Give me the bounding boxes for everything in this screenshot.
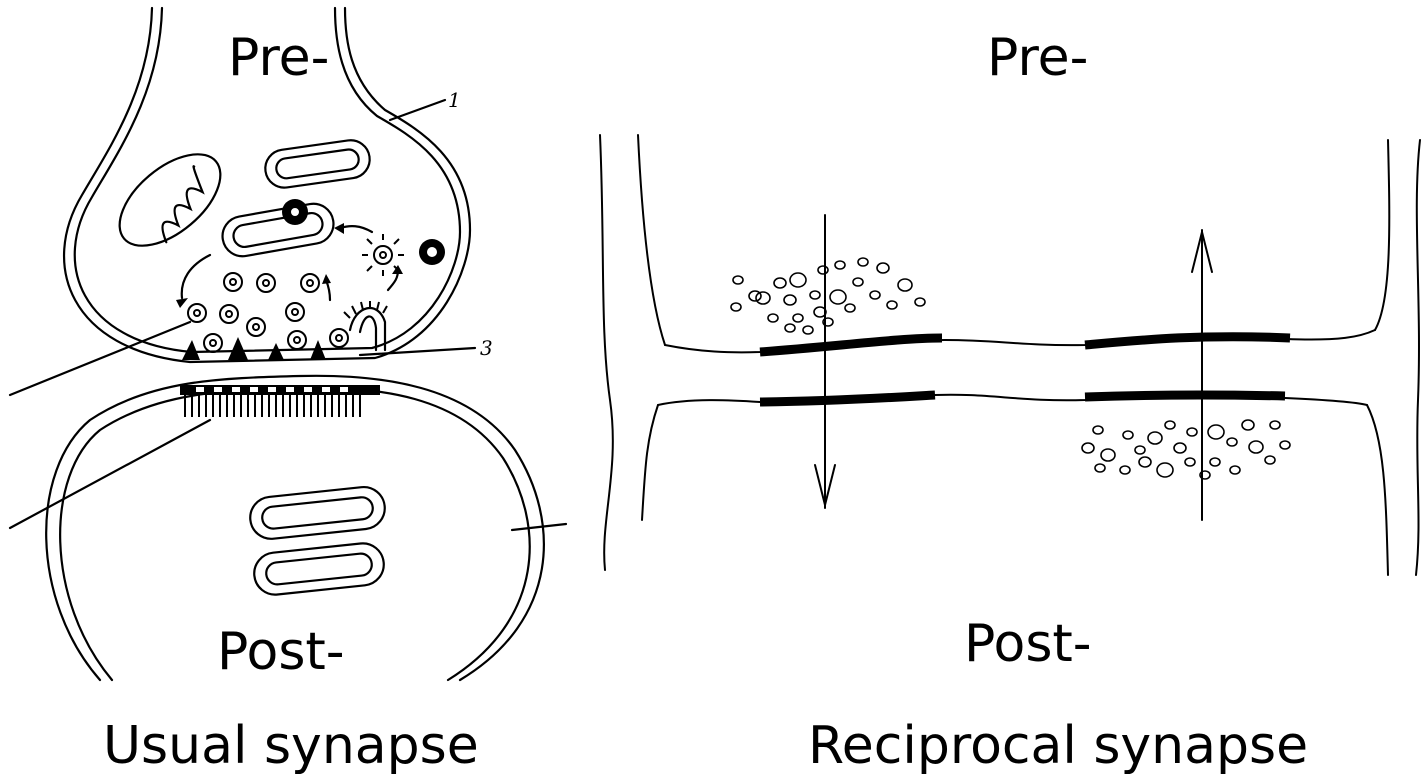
reciprocal-post-label: Post- [964, 618, 1092, 670]
usual-pre-label: Pre- [228, 32, 329, 84]
post-cistern [252, 541, 386, 596]
left-dendrite-outer [600, 135, 613, 570]
reciprocal-synapse-panel: Pre- Post- Reciprocal synapse [580, 0, 1422, 776]
callout-3: 3 [480, 336, 493, 360]
usual-post-label: Post- [217, 626, 345, 678]
reciprocal-pre-label: Pre- [987, 32, 1088, 84]
active-zone-right-pre [1085, 337, 1290, 345]
post-cistern [248, 485, 387, 541]
er-cistern [219, 201, 336, 260]
active-zone-left-pre [760, 338, 942, 352]
usual-synapse-panel: Pre- 1 3 Post- Usual synapse [0, 0, 580, 776]
usual-caption: Usual synapse [103, 720, 479, 772]
right-dendrite-outer [1416, 140, 1420, 575]
reciprocal-caption: Reciprocal synapse [808, 720, 1308, 772]
er-cistern [263, 138, 372, 190]
callout-1: 1 [448, 88, 461, 112]
active-zone-left-post [760, 395, 935, 402]
active-zone-right-post [1085, 395, 1285, 397]
mitochondrion [103, 137, 236, 263]
